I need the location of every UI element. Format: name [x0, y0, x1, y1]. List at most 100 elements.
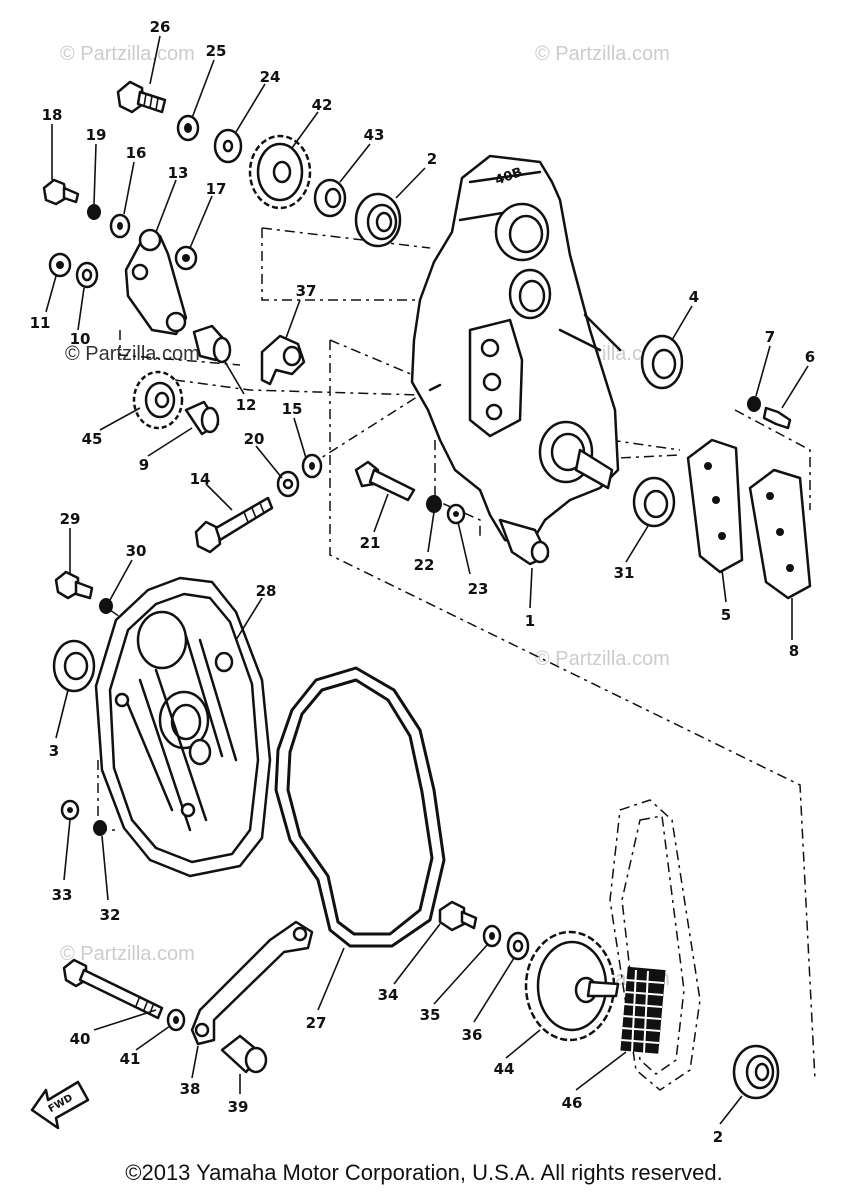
part-5-plate [686, 438, 744, 574]
part-18-bolt [42, 178, 80, 206]
assembly-lines [97, 227, 816, 1081]
chain-links [620, 966, 666, 1054]
part-14-bolt [194, 496, 274, 554]
label-8: 8 [789, 642, 799, 660]
label-23: 23 [468, 580, 489, 598]
label-24: 24 [260, 68, 281, 86]
label-29: 29 [60, 510, 81, 528]
part-38-bracket [190, 920, 314, 1046]
label-6: 6 [805, 348, 815, 366]
label-5: 5 [721, 606, 731, 624]
watermark-5: © Partzilla.com [60, 943, 195, 965]
part-2-bearing-bottom [732, 1044, 780, 1100]
part-labels: 26 25 24 42 43 2 18 19 16 13 17 11 10 12… [30, 18, 816, 1146]
label-31: 31 [614, 564, 635, 582]
part-45-sprocket [132, 370, 184, 430]
label-17: 17 [206, 180, 227, 198]
part-10-washer [75, 261, 99, 289]
label-20: 20 [244, 430, 265, 448]
label-40: 40 [70, 1030, 91, 1048]
label-4: 4 [689, 288, 699, 306]
watermark-4: © Partzilla.com [535, 648, 670, 670]
part-4-seal [640, 334, 684, 390]
label-1: 1 [525, 612, 535, 630]
label-16: 16 [126, 144, 147, 162]
label-11: 11 [30, 314, 51, 332]
label-26: 26 [150, 18, 171, 36]
label-46: 46 [562, 1094, 583, 1112]
label-39: 39 [228, 1098, 249, 1116]
part-35-washer [482, 924, 502, 948]
part-9-bushing [184, 400, 220, 436]
label-2-bottom: 2 [713, 1128, 723, 1146]
copyright-notice: ©2013 Yamaha Motor Corporation, U.S.A. A… [125, 1160, 723, 1185]
part-32-washer [93, 820, 107, 836]
part-28-cover [94, 576, 272, 878]
label-7: 7 [765, 328, 775, 346]
label-27: 27 [306, 1014, 327, 1032]
part-3-seal [52, 639, 96, 693]
part-46-chain [609, 799, 701, 1091]
label-37: 37 [296, 282, 317, 300]
part-6-bolt [762, 406, 792, 430]
part-25-washer [176, 114, 200, 142]
part-29-bolt [54, 570, 94, 600]
label-3: 3 [49, 742, 59, 760]
part-11-nut [48, 252, 72, 278]
label-44: 44 [494, 1060, 515, 1078]
part-24-washer [213, 128, 243, 164]
part-34-bolt [438, 900, 478, 932]
part-40-bolt [62, 958, 164, 1020]
label-43: 43 [364, 126, 385, 144]
label-41: 41 [120, 1050, 141, 1068]
part-39-collar [220, 1034, 268, 1074]
part-31-seal [632, 476, 676, 528]
part-12-pin [192, 324, 232, 364]
part-15-nut [301, 453, 323, 479]
part-19-washer [87, 204, 101, 220]
label-12: 12 [236, 396, 257, 414]
part-21-bolt [354, 460, 416, 502]
part-2-bearing-top [354, 192, 402, 248]
label-10: 10 [70, 330, 91, 348]
label-25: 25 [206, 42, 227, 60]
label-2-top: 2 [427, 150, 437, 168]
part-17-nut [174, 245, 198, 271]
label-38: 38 [180, 1080, 201, 1098]
watermark-1: © Partzilla.com [60, 43, 195, 65]
label-35: 35 [420, 1006, 441, 1024]
part-43-spacer [313, 178, 347, 218]
label-28: 28 [256, 582, 277, 600]
fwd-arrow-icon: FWD [30, 1080, 90, 1130]
label-14: 14 [190, 470, 211, 488]
watermark-2: © Partzilla.com [535, 43, 670, 65]
part-7-washer [747, 396, 761, 412]
part-22-washer [426, 495, 442, 513]
label-36: 36 [462, 1026, 483, 1044]
label-9: 9 [139, 456, 149, 474]
label-34: 34 [378, 986, 399, 1004]
part-30-washer [99, 598, 113, 614]
leader-lines [45, 35, 809, 1125]
label-21: 21 [360, 534, 381, 552]
part-26-bolt [116, 80, 167, 114]
label-13: 13 [168, 164, 189, 182]
label-32: 32 [100, 906, 121, 924]
label-19: 19 [86, 126, 107, 144]
label-22: 22 [414, 556, 435, 574]
label-45: 45 [82, 430, 103, 448]
label-42: 42 [312, 96, 333, 114]
part-42-sprocket [248, 134, 312, 210]
part-37-bracket [260, 334, 306, 386]
part-20-washer [276, 470, 300, 498]
label-18: 18 [42, 106, 63, 124]
label-33: 33 [52, 886, 73, 904]
part-27-gasket [274, 666, 446, 948]
part-16-washer [109, 213, 131, 239]
part-8-plate [748, 468, 812, 600]
part-33-nut [60, 799, 80, 821]
part-36-washer [506, 931, 530, 961]
label-30: 30 [126, 542, 147, 560]
part-44-sprocket [524, 930, 620, 1042]
